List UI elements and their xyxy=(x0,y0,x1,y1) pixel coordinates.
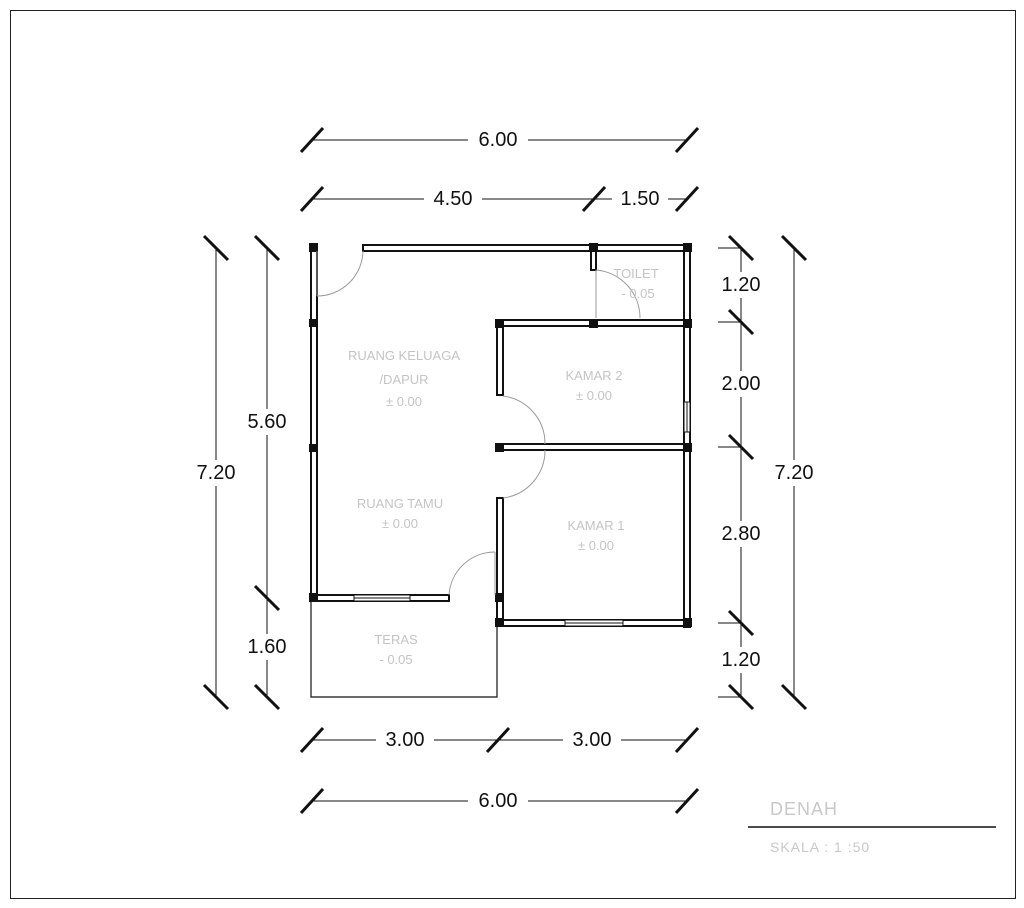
dim-label-bg xyxy=(715,272,767,298)
wall-left xyxy=(310,244,318,602)
dim-label-bg xyxy=(715,647,767,673)
dim-left-overall: 7.20 xyxy=(197,462,236,484)
dim-tick xyxy=(780,683,808,711)
dim-top-overall: 6.00 xyxy=(479,129,518,151)
door-entry-swing xyxy=(316,250,364,297)
column xyxy=(495,319,504,328)
wall-interior-upper xyxy=(496,319,504,396)
toilet-name: TOILET xyxy=(613,266,658,281)
dim-tick xyxy=(299,185,325,213)
dim-tick xyxy=(674,185,700,213)
sheet-border xyxy=(10,10,1016,899)
dim-label-bg xyxy=(612,187,668,211)
dim-label-bg xyxy=(715,371,767,397)
dim-bottom-overall: 6.00 xyxy=(479,790,518,812)
terrace-outline xyxy=(310,601,498,698)
door-bedroom2-swing xyxy=(502,395,546,445)
column xyxy=(589,319,598,328)
column xyxy=(309,243,318,252)
dim-tick xyxy=(299,787,325,815)
dim-label-bg xyxy=(424,187,482,211)
ruang-keluarga-name: RUANG KELUAGA xyxy=(348,348,460,363)
column xyxy=(495,593,504,602)
dim-top-right: 1.50 xyxy=(621,188,660,210)
column xyxy=(309,593,318,602)
dim-label-bg xyxy=(715,521,767,547)
dim-tick xyxy=(780,234,808,262)
wall-interior-lower xyxy=(496,497,504,627)
door-toilet-swing xyxy=(595,269,641,319)
column xyxy=(683,243,692,252)
dim-left-upper: 5.60 xyxy=(248,411,287,433)
dim-tick xyxy=(674,726,700,754)
dim-tick xyxy=(674,787,700,815)
teras-level: - 0.05 xyxy=(379,652,412,667)
dim-right-3: 2.80 xyxy=(722,523,761,545)
wall-right xyxy=(683,244,691,628)
dim-right-4: 1.20 xyxy=(722,649,761,671)
dim-top-left: 4.50 xyxy=(434,188,473,210)
ruang-tamu-level: ± 0.00 xyxy=(382,516,418,531)
dim-right-2: 2.00 xyxy=(722,373,761,395)
room-labels: TOILET - 0.05 RUANG KELUAGA /DAPUR ± 0.0… xyxy=(348,266,659,667)
dim-tick xyxy=(299,726,325,754)
dim-tick xyxy=(581,185,607,213)
dim-tick xyxy=(674,126,700,154)
dim-label-bg xyxy=(768,460,820,486)
column xyxy=(683,618,692,627)
kamar-2-name: KAMAR 2 xyxy=(565,368,622,383)
ruang-tamu-name: RUANG TAMU xyxy=(357,496,443,511)
dim-left-lower: 1.60 xyxy=(248,636,287,658)
dim-bottom-left: 3.00 xyxy=(386,729,425,751)
toilet-level: - 0.05 xyxy=(621,286,654,301)
kamar-1-name: KAMAR 1 xyxy=(567,518,624,533)
door-terrace-swing xyxy=(448,551,496,596)
teras-name: TERAS xyxy=(374,632,418,647)
dim-tick xyxy=(202,234,230,262)
dim-bottom-right: 3.00 xyxy=(573,729,612,751)
dim-tick xyxy=(202,683,230,711)
dim-right-overall: 7.20 xyxy=(775,462,814,484)
windows xyxy=(353,401,691,627)
ruang-keluarga-level: ± 0.00 xyxy=(386,394,422,409)
title-block: DENAH SKALA : 1 :50 xyxy=(748,799,996,855)
column xyxy=(309,444,317,452)
dim-label-bg xyxy=(563,728,621,752)
column xyxy=(683,443,692,452)
dim-tick xyxy=(253,584,281,612)
column xyxy=(309,319,317,327)
dim-label-bg xyxy=(241,634,293,660)
kamar-1-level: ± 0.00 xyxy=(578,538,614,553)
drawing-title: DENAH xyxy=(770,799,838,819)
drawing-scale: SKALA : 1 :50 xyxy=(770,839,870,855)
dim-tick xyxy=(299,126,325,154)
door-bedroom1-swing xyxy=(502,449,546,499)
ruang-keluarga-name-2: /DAPUR xyxy=(379,372,428,387)
dim-label-bg xyxy=(241,409,293,435)
dim-tick xyxy=(485,726,511,754)
walls xyxy=(310,244,691,698)
dim-label-bg xyxy=(468,789,528,813)
wall-top xyxy=(362,244,689,252)
columns xyxy=(309,243,692,627)
column xyxy=(589,243,598,252)
dimension-lines: 6.00 4.50 1.50 3.00 3.00 6.00 7.20 xyxy=(190,126,820,815)
doors xyxy=(316,250,641,596)
column xyxy=(683,319,692,328)
column xyxy=(495,618,504,627)
dim-tick xyxy=(253,234,281,262)
dim-right-1: 1.20 xyxy=(722,274,761,296)
dim-label-bg xyxy=(190,460,242,486)
column xyxy=(495,443,504,452)
wall-between-bedrooms xyxy=(496,443,689,451)
kamar-2-level: ± 0.00 xyxy=(576,388,612,403)
dim-tick xyxy=(253,683,281,711)
dim-label-bg xyxy=(376,728,434,752)
dim-label-bg xyxy=(468,128,528,152)
